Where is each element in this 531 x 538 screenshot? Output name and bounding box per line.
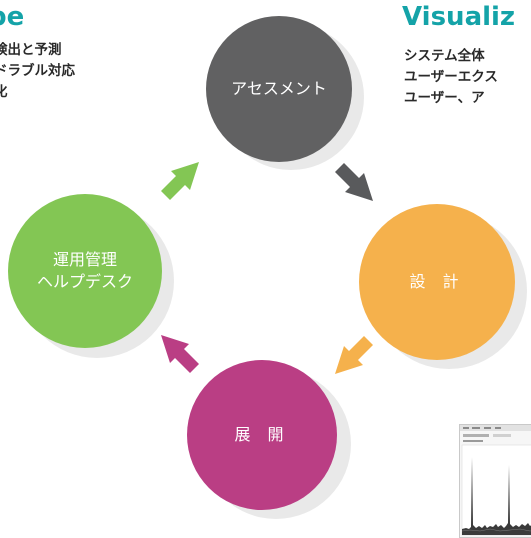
right-panel-list: システム全体 ユーザーエクス ユーザー、ア — [404, 46, 498, 109]
right-panel-line: ユーザーエクス — [404, 69, 498, 85]
arrow-up-right-icon — [161, 162, 199, 200]
arrow-down-left-icon — [335, 336, 373, 374]
deploy-label: 展 開 — [234, 425, 290, 444]
arrow-down-right-icon — [335, 163, 373, 201]
left-panel-line: ドラブル対応 — [0, 63, 75, 79]
deploy-circle: 展 開 — [187, 360, 337, 510]
arrow-up-left-icon — [161, 335, 199, 373]
assessment-circle: アセスメント — [206, 16, 352, 162]
operations-circle: 運用管理 ヘルプデスク — [8, 194, 162, 348]
operations-label-line2: ヘルプデスク — [36, 272, 133, 291]
design-circle: 設 計 — [359, 204, 515, 360]
right-panel-line: システム全体 — [404, 48, 485, 64]
right-panel-heading: Visualiz — [402, 2, 516, 32]
left-panel-list: 検出と予測 ドラブル対応 化 — [0, 40, 75, 103]
monitoring-screenshot-thumbnail — [459, 424, 531, 538]
right-panel-line: ユーザー、ア — [404, 90, 485, 106]
operations-label-line1: 運用管理 — [52, 250, 117, 269]
left-panel-heading: be — [0, 2, 25, 32]
left-panel-line: 化 — [0, 84, 8, 100]
assessment-label: アセスメント — [231, 79, 327, 98]
design-label: 設 計 — [409, 272, 465, 291]
left-panel-line: 検出と予測 — [0, 42, 62, 58]
